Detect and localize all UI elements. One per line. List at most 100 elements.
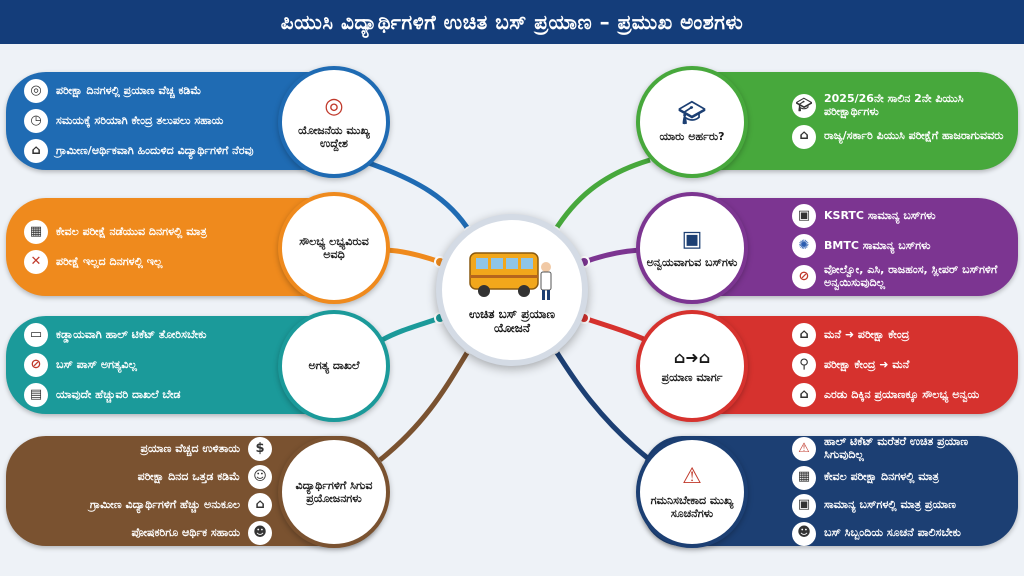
period-item: ▦ ಕೇವಲ ಪರೀಕ್ಷೆ ನಡೆಯುವ ದಿನಗಳಲ್ಲಿ ಮಾತ್ರ — [24, 220, 272, 244]
period-item: ✕ ಪರೀಕ್ಷೆ ಇಲ್ಲದ ದಿನಗಳಲ್ಲಿ ಇಲ್ಲ — [24, 250, 272, 274]
benefits-item-text: ಪ್ರಯಾಣ ವೆಚ್ಚದ ಉಳಿತಾಯ — [140, 441, 240, 455]
period-item-text: ಕೇವಲ ಪರೀಕ್ಷೆ ನಡೆಯುವ ದಿನಗಳಲ್ಲಿ ಮಾತ್ರ — [56, 224, 207, 238]
route-item: ⌂ ಎರಡು ದಿಕ್ಕಿನ ಪ್ರಯಾಣಕ್ಕೂ ಸೌಲಭ್ಯ ಅನ್ವಯ — [792, 383, 1004, 407]
staff-icon: ☻ — [792, 521, 816, 546]
label-eligibility: 🎓︎ ಯಾರು ಅರ್ಹರು? — [636, 66, 748, 178]
eligibility-item-text: ರಾಜ್ಯ/ಸರ್ಕಾರಿ ಪಿಯುಸಿ ಪರೀಕ್ಷೆಗೆ ಹಾಜರಾಗುವವ… — [824, 129, 1004, 143]
documents-item: ▤ಯಾವುದೇ ಹೆಚ್ಚುವರಿ ದಾಖಲೆ ಬೇಡ — [24, 383, 272, 407]
eligibility-item-text: 2025/26ನೇ ಸಾಲಿನ 2ನೇ ಪಿಯುಸಿ ಪರೀಕ್ಷಾರ್ಥಿಗಳ… — [824, 92, 964, 118]
documents-item-text: ಕಡ್ಡಾಯವಾಗಿ ಹಾಲ್ ಟಿಕೆಟ್ ತೋರಿಸಬೇಕು — [56, 327, 207, 341]
buses-item: ✺ BMTC ಸಾಮಾನ್ಯ ಬಸ್‌ಗಳು — [792, 234, 1004, 259]
notes-item: ▦ ಕೇವಲ ಪರೀಕ್ಷಾ ದಿನಗಳಲ್ಲಿ ಮಾತ್ರ — [792, 465, 1004, 490]
location-pin-icon: ⚲ — [792, 353, 816, 377]
objective-item-text: ಸಮಯಕ್ಕೆ ಸರಿಯಾಗಿ ಕೇಂದ್ರ ತಲುಪಲು ಸಹಾಯ — [56, 113, 224, 127]
calendar-icon: ▦ — [24, 220, 48, 244]
notes-item-text: ಕೇವಲ ಪರೀಕ್ಷಾ ದಿನಗಳಲ್ಲಿ ಮಾತ್ರ — [824, 470, 939, 484]
center-hub: ಉಚಿತ ಬಸ್ ಪ್ರಯಾಣ ಯೋಜನೆ — [436, 214, 588, 366]
village-icon: ⌂ — [24, 139, 48, 163]
period-item-text: ಪರೀಕ್ಷೆ ಇಲ್ಲದ ದಿನಗಳಲ್ಲಿ ಇಲ್ಲ — [56, 254, 163, 268]
title-bar: ಪಿಯುಸಿ ವಿದ್ಯಾರ್ಥಿಗಳಿಗೆ ಉಚಿತ ಬಸ್ ಪ್ರಯಾಣ –… — [0, 0, 1024, 44]
no-pass-icon: ⊘ — [24, 353, 48, 377]
route-item-text: ಮನೆ ➜ ಪರೀಕ್ಷಾ ಕೇಂದ್ರ — [824, 327, 910, 341]
target-icon: ◎ — [324, 94, 344, 120]
label-buses: ▣ ಅನ್ವಯವಾಗುವ ಬಸ್‌ಗಳು — [636, 192, 748, 304]
documents-label: ಅಗತ್ಯ ದಾಖಲೆ — [308, 359, 360, 373]
calendar-icon: ▦ — [792, 465, 816, 490]
notes-label: ಗಮನಿಸಬೇಕಾದ ಮುಖ್ಯ ಸೂಚನೆಗಳು — [650, 493, 734, 520]
route-label: ಪ್ರಯಾಣ ಮಾರ್ಗ — [661, 370, 723, 384]
label-route: ⌂➜⌂ ಪ್ರಯಾಣ ಮಾರ್ಗ — [636, 310, 748, 422]
village-icon: ⌂ — [248, 493, 272, 517]
graduate-icon: 🎓︎ — [678, 100, 706, 126]
id-card-icon: ▭ — [24, 323, 48, 347]
objective-label: ಯೋಜನೆಯ ಮುಖ್ಯ ಉದ್ದೇಶ — [298, 123, 370, 150]
connector-benefits — [378, 346, 473, 462]
page-title: ಪಿಯುಸಿ ವಿದ್ಯಾರ್ಥಿಗಳಿಗೆ ಉಚಿತ ಬಸ್ ಪ್ರಯಾಣ –… — [280, 10, 744, 34]
notes-item-text: ಸಾಮಾನ್ಯ ಬಸ್‌ಗಳಲ್ಲಿ ಮಾತ್ರ ಪ್ರಯಾಣ — [824, 498, 956, 512]
benefits-label: ವಿದ್ಯಾರ್ಥಿಗಳಿಗೆ ಸಿಗುವ ಪ್ರಯೋಜನಗಳು — [295, 478, 373, 505]
label-benefits: ವಿದ್ಯಾರ್ಥಿಗಳಿಗೆ ಸಿಗುವ ಪ್ರಯೋಜನಗಳು — [278, 436, 390, 548]
route-item: ⚲ ಪರೀಕ್ಷಾ ಕೇಂದ್ರ ➜ ಮನೆ — [792, 353, 1004, 377]
documents-item-text: ಯಾವುದೇ ಹೆಚ್ಚುವರಿ ದಾಖಲೆ ಬೇಡ — [56, 387, 181, 401]
bus-icon: ▣ — [792, 493, 816, 518]
relaxed-icon: ☺ — [248, 465, 272, 489]
connector-documents — [380, 315, 441, 343]
label-notes: ⚠ ಗಮನಿಸಬೇಕಾದ ಮುಖ್ಯ ಸೂಚನೆಗಳು — [636, 436, 748, 548]
eligibility-label: ಯಾರು ಅರ್ಹರು? — [659, 130, 725, 144]
objective-item-text: ಗ್ರಾಮೀಣ/ಆರ್ಥಿಕವಾಗಿ ಹಿಂದುಳಿದ ವಿದ್ಯಾರ್ಥಿಗಳ… — [56, 143, 254, 157]
buses-item: ⊘ ವೋಲ್ವೋ, ಎಸಿ, ರಾಜಹಂಸ, ಸ್ಲೀಪರ್ ಬಸ್‌ಗಳಿಗೆ … — [792, 263, 1004, 289]
buses-item-text: ವೋಲ್ವೋ, ಎಸಿ, ರಾಜಹಂಸ, ಸ್ಲೀಪರ್ ಬಸ್‌ಗಳಿಗೆ ಅ… — [824, 263, 998, 289]
objective-item-text: ಪರೀಕ್ಷಾ ದಿನಗಳಲ್ಲಿ ಪ್ರಯಾಣ ವೆಚ್ಚ ಕಡಿಮೆ — [56, 83, 202, 97]
benefits-item-text: ಪೋಷಕರಿಗೂ ಆರ್ಥಿಕ ಸಹಾಯ — [131, 525, 240, 539]
home-icon: ⌂ — [792, 323, 816, 347]
connector-route — [583, 315, 648, 343]
no-bus-icon: ⊘ — [792, 265, 816, 289]
label-period: ಸೌಲಭ್ಯ ಲಭ್ಯವಿರುವ ಅವಧಿ — [278, 192, 390, 304]
route-item: ⌂ ಮನೆ ➜ ಪರೀಕ್ಷಾ ಕೇಂದ್ರ — [792, 323, 1004, 347]
home-to-home-icon: ⌂➜⌂ — [673, 348, 711, 368]
objective-item: ◷ ಸಮಯಕ್ಕೆ ಸರಿಯಾಗಿ ಕೇಂದ್ರ ತಲುಪಲು ಸಹಾಯ — [24, 109, 272, 133]
buses-label: ಅನ್ವಯವಾಗುವ ಬಸ್‌ಗಳು — [646, 256, 738, 270]
objective-item: ◎ ಪರೀಕ್ಷಾ ದಿನಗಳಲ್ಲಿ ಪ್ರಯಾಣ ವೆಚ್ಚ ಕಡಿಮೆ — [24, 79, 272, 103]
label-objective: ◎ ಯೋಜನೆಯ ಮುಖ್ಯ ಉದ್ದೇಶ — [278, 66, 390, 178]
documents-item: ⊘ ಬಸ್ ಪಾಸ್ ಅಗತ್ಯವಿಲ್ಲ — [24, 353, 272, 377]
money-bag-icon: $ — [248, 437, 272, 461]
warning-icon: ⚠ — [792, 437, 816, 461]
benefits-item: ⌂ ಗ್ರಾಮೀಣ ವಿದ್ಯಾರ್ಥಿಗಳಿಗೆ ಹೆಚ್ಚು ಅನುಕೂಲ — [24, 493, 272, 517]
parents-icon: ☻ — [248, 521, 272, 545]
connector-notes — [551, 346, 652, 462]
benefits-item-text: ಪರೀಕ್ಷಾ ದಿನದ ಒತ್ತಡ ಕಡಿಮೆ — [137, 469, 240, 483]
eligibility-item: ⌂ರಾಜ್ಯ/ಸರ್ಕಾರಿ ಪಿಯುಸಿ ಪರೀಕ್ಷೆಗೆ ಹಾಜರಾಗುವ… — [792, 124, 1004, 149]
notes-item-text: ಬಸ್ ಸಿಬ್ಬಂದಿಯ ಸೂಚನೆ ಪಾಲಿಸಬೇಕು — [824, 526, 961, 540]
connector-objective — [359, 157, 473, 234]
center-label: ಉಚಿತ ಬಸ್ ಪ್ರಯಾಣ ಯೋಜನೆ — [468, 306, 556, 335]
bmtc-logo-icon: ✺ — [792, 234, 816, 259]
bus-with-students-icon — [469, 251, 552, 300]
target-icon: ◎ — [24, 79, 48, 103]
notes-item: ☻ ಬಸ್ ಸಿಬ್ಬಂದಿಯ ಸೂಚನೆ ಪಾಲಿಸಬೇಕು — [792, 521, 1004, 546]
bus-icon: ▣ — [681, 226, 703, 252]
benefits-item: $ ಪ್ರಯಾಣ ವೆಚ್ಚದ ಉಳಿತಾಯ — [24, 437, 272, 461]
home-icon: ⌂ — [792, 383, 816, 407]
route-item-text: ಪರೀಕ್ಷಾ ಕೇಂದ್ರ ➜ ಮನೆ — [824, 357, 910, 371]
label-documents: ಅಗತ್ಯ ದಾಖಲೆ — [278, 310, 390, 422]
graduate-icon: 🎓︎ — [792, 94, 816, 118]
notes-item: ▣ ಸಾಮಾನ್ಯ ಬಸ್‌ಗಳಲ್ಲಿ ಮಾತ್ರ ಪ್ರಯಾಣ — [792, 493, 1004, 518]
bus-icon: ▣ — [792, 204, 816, 229]
benefits-item-text: ಗ್ರಾಮೀಣ ವಿದ್ಯಾರ್ಥಿಗಳಿಗೆ ಹೆಚ್ಚು ಅನುಕೂಲ — [89, 497, 240, 511]
notes-item-text: ಹಾಲ್ ಟಿಕೆಟ್ ಮರೆತರೆ ಉಚಿತ ಪ್ರಯಾಣ ಸಿಗುವುದಿಲ… — [824, 435, 969, 461]
buses-item: ▣ KSRTC ಸಾಮಾನ್ಯ ಬಸ್‌ಗಳು — [792, 204, 1004, 229]
notes-item: ⚠ ಹಾಲ್ ಟಿಕೆಟ್ ಮರೆತರೆ ಉಚಿತ ಪ್ರಯಾಣ ಸಿಗುವುದಿ… — [792, 435, 1004, 461]
period-label: ಸೌಲಭ್ಯ ಲಭ್ಯವಿರುವ ಅವಧಿ — [299, 234, 369, 261]
buses-item-text: BMTC ಸಾಮಾನ್ಯ ಬಸ್‌ಗಳು — [824, 239, 931, 253]
route-item-text: ಎರಡು ದಿಕ್ಕಿನ ಪ್ರಯಾಣಕ್ಕೂ ಸೌಲಭ್ಯ ಅನ್ವಯ — [824, 387, 980, 401]
objective-item: ⌂ ಗ್ರಾಮೀಣ/ಆರ್ಥಿಕವಾಗಿ ಹಿಂದುಳಿದ ವಿದ್ಯಾರ್ಥಿಗ… — [24, 139, 272, 163]
clock-icon: ◷ — [24, 109, 48, 133]
documents-item: ▭ ಕಡ್ಡಾಯವಾಗಿ ಹಾಲ್ ಟಿಕೆಟ್ ತೋರಿಸಬೇಕು — [24, 323, 272, 347]
benefits-item: ☺ ಪರೀಕ್ಷಾ ದಿನದ ಒತ್ತಡ ಕಡಿಮೆ — [24, 465, 272, 489]
connector-eligibility — [551, 157, 651, 234]
warning-icon: ⚠ — [682, 464, 702, 490]
buses-item-text: KSRTC ಸಾಮಾನ್ಯ ಬಸ್‌ಗಳು — [824, 209, 936, 223]
documents-item-text: ಬಸ್ ಪಾಸ್ ಅಗತ್ಯವಿಲ್ಲ — [56, 357, 137, 371]
cross-icon: ✕ — [24, 250, 48, 274]
